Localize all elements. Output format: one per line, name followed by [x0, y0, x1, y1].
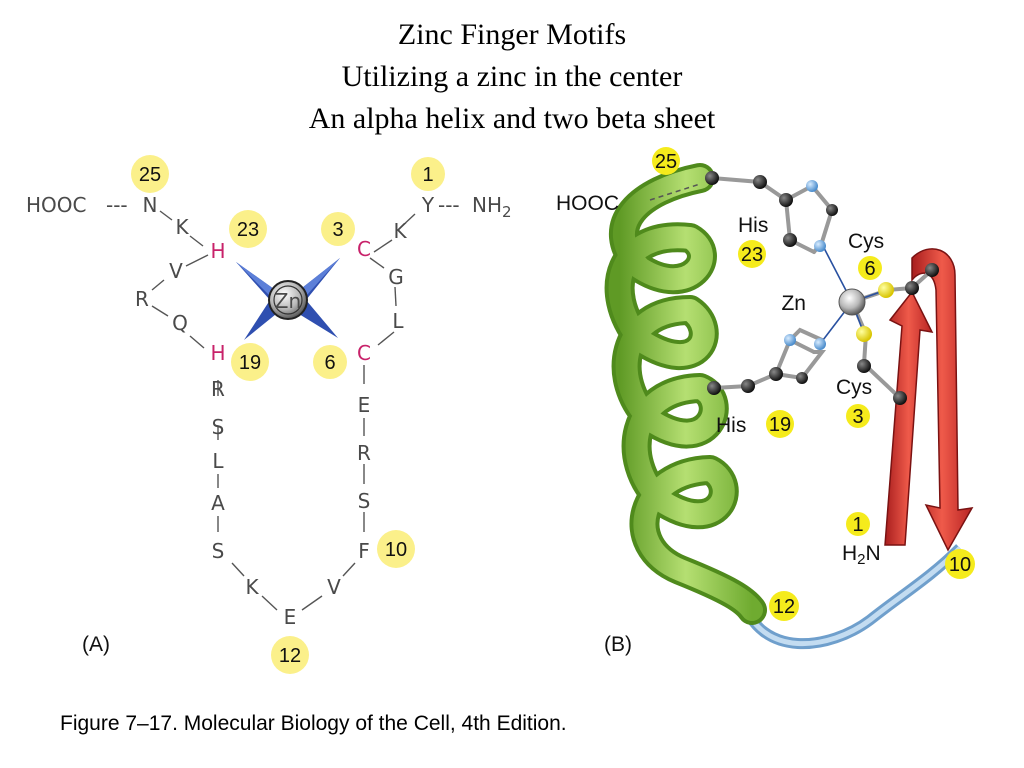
svg-text:19: 19: [769, 414, 791, 436]
number-bubble: 10: [945, 549, 975, 579]
svg-text:6: 6: [324, 352, 335, 374]
svg-text:25: 25: [139, 164, 161, 186]
residue: S: [358, 489, 371, 513]
residue-phe-10: F: [358, 539, 370, 563]
residue: R: [211, 377, 225, 401]
panel-b-h2n-terminus: H2N: [842, 542, 881, 568]
panel-b-cooh-terminus: HOOC: [556, 192, 619, 215]
his-23-label: His: [738, 214, 768, 237]
residue: V: [327, 575, 341, 599]
number-bubble: 12: [769, 591, 799, 621]
svg-text:12: 12: [279, 645, 301, 667]
zinc-label-b: Zn: [781, 292, 806, 315]
svg-text:1: 1: [422, 164, 433, 186]
his-19-label: His: [716, 414, 746, 437]
number-bubble: 1: [411, 157, 445, 191]
number-bubble: 19: [231, 343, 269, 381]
residue: K: [245, 575, 259, 599]
figure-caption: Figure 7–17. Molecular Biology of the Ce…: [60, 712, 567, 735]
residue: Y: [421, 193, 435, 217]
residue: K: [175, 215, 189, 239]
residue: V: [169, 259, 183, 283]
svg-text:3: 3: [332, 219, 343, 241]
number-bubble: 6: [858, 256, 882, 280]
number-bubble: 25: [652, 147, 680, 175]
panel-a-cooh-terminus: HOOC: [26, 193, 87, 217]
residue: N: [143, 193, 158, 217]
number-bubble: 3: [846, 404, 870, 428]
svg-text:25: 25: [655, 151, 677, 173]
beta-sheet-ribbons: [884, 248, 974, 552]
residue: L: [392, 309, 404, 333]
number-bubble: 6: [313, 345, 347, 379]
panel-a-nh2-terminus: NH2: [472, 193, 512, 221]
residue: S: [212, 415, 225, 439]
svg-text:10: 10: [385, 539, 407, 561]
panel-b-label: (B): [604, 633, 632, 656]
residue: G: [388, 265, 404, 289]
residue-his-19: H: [210, 341, 225, 365]
residue: K: [393, 219, 407, 243]
panel-b-ribbon-structure: HOOC Zn His Cys His Cys H2N 25 23 6 19 3…: [556, 147, 975, 656]
residue: S: [212, 539, 225, 563]
svg-text:19: 19: [239, 352, 261, 374]
residue-his-23: H: [210, 239, 225, 263]
svg-text:10: 10: [949, 554, 971, 576]
residue-cys-3: C: [357, 237, 371, 261]
cys-3-label: Cys: [836, 376, 872, 399]
alpha-helix-ribbon: [604, 163, 767, 625]
zinc-coordination-star: [236, 258, 340, 340]
panel-a-sequence-diagram: --- --- Zn HOOC NH2 Y K C G L C E R S F …: [26, 155, 512, 674]
svg-text:---: ---: [438, 193, 460, 217]
svg-text:---: ---: [106, 193, 128, 217]
svg-text:3: 3: [852, 406, 863, 428]
title-line-1: Zinc Finger Motifs: [397, 18, 627, 51]
svg-text:12: 12: [773, 596, 795, 618]
svg-text:23: 23: [741, 244, 763, 266]
zinc-label-a: Zn: [275, 289, 301, 313]
ball-and-stick-sidechains: [649, 171, 939, 405]
residue: E: [358, 393, 371, 417]
number-bubble: 1: [846, 512, 870, 536]
cys-6-label: Cys: [848, 230, 884, 253]
residue-glu-12: E: [284, 605, 297, 629]
number-bubble: 12: [271, 636, 309, 674]
residue: L: [212, 449, 224, 473]
svg-text:6: 6: [864, 258, 875, 280]
number-bubble: 23: [229, 210, 267, 248]
residue-cys-6: C: [357, 341, 371, 365]
residue: R: [135, 287, 149, 311]
residue: Q: [172, 311, 188, 335]
title-line-2: Utilizing a zinc in the center: [341, 60, 683, 93]
number-bubble: 19: [766, 410, 794, 438]
title-line-3: An alpha helix and two beta sheet: [308, 102, 716, 135]
number-bubble: 10: [377, 530, 415, 568]
svg-text:1: 1: [852, 514, 863, 536]
residue: A: [211, 491, 225, 515]
residue: R: [357, 441, 371, 465]
number-bubble: 3: [321, 212, 355, 246]
svg-text:23: 23: [237, 219, 259, 241]
number-bubble: 23: [738, 240, 766, 268]
panel-a-label: (A): [82, 633, 110, 656]
number-bubble: 25: [131, 155, 169, 193]
